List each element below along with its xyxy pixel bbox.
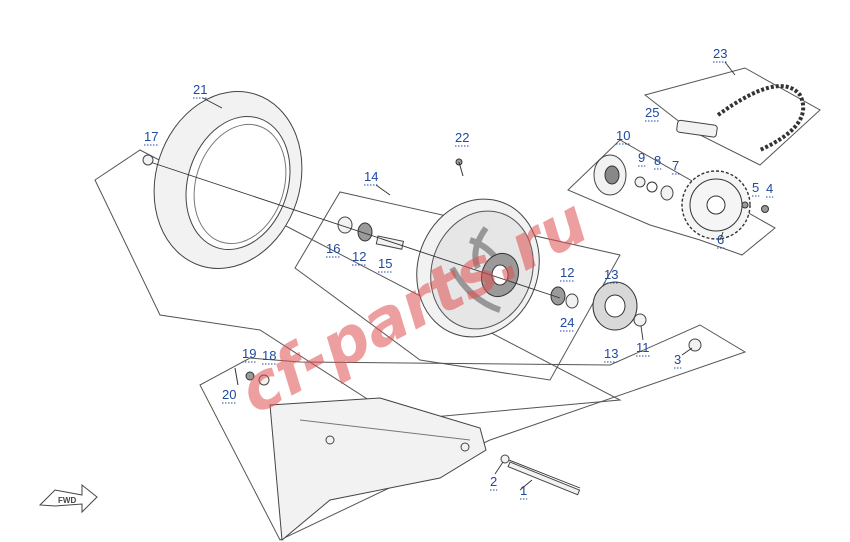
callout-12a: 12 [352, 249, 366, 264]
tire [153, 91, 303, 269]
swingarm [142, 154, 702, 541]
callout-17: 17 [144, 129, 158, 144]
callout-7: 7 [672, 158, 679, 173]
callout-4: 4 [766, 181, 773, 196]
hub-parts [149, 161, 579, 309]
drive-chain [676, 84, 806, 152]
callout-3: 3 [674, 352, 681, 367]
callout-11: 11 [636, 340, 650, 355]
callout-25: 25 [645, 105, 659, 120]
callout-9: 9 [638, 150, 645, 165]
callout-23: 23 [713, 46, 727, 61]
callout-13a: 13 [604, 267, 618, 282]
callout-10: 10 [616, 128, 630, 143]
fwd-arrow: FWD [38, 483, 98, 514]
callout-13b: 13 [604, 346, 618, 361]
callout-15: 15 [378, 256, 392, 271]
callout-1: 1 [520, 483, 527, 498]
wheel-rim [416, 198, 540, 338]
callout-8: 8 [654, 153, 661, 168]
callout-14: 14 [364, 169, 378, 184]
callout-18: 18 [262, 348, 276, 363]
callout-24: 24 [560, 315, 574, 330]
callout-20: 20 [222, 387, 236, 402]
sprocket-assembly [593, 154, 769, 240]
callout-2: 2 [490, 474, 497, 489]
callout-19: 19 [242, 346, 256, 361]
callout-12b: 12 [560, 265, 574, 280]
callouts: 1 2 3 4 5 6 7 8 9 10 11 12 12 13 13 14 1… [144, 46, 774, 500]
fwd-label: FWD [58, 496, 76, 505]
callout-22: 22 [455, 130, 469, 145]
callout-21: 21 [193, 82, 207, 97]
callout-5: 5 [752, 180, 759, 195]
callout-16: 16 [326, 241, 340, 256]
hub-damper [592, 281, 647, 331]
